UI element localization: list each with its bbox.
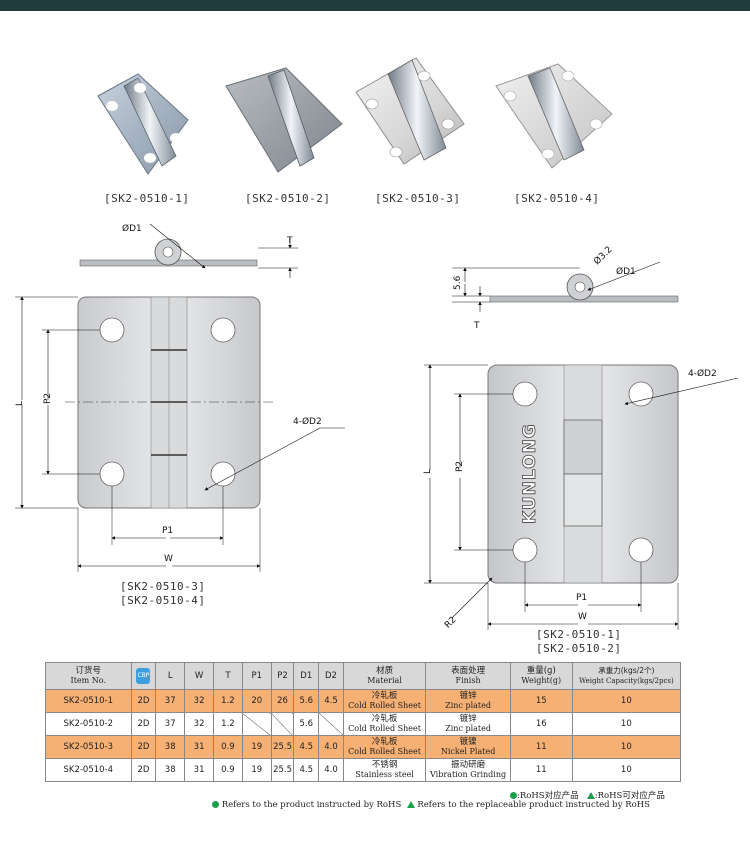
col-l: L — [155, 662, 186, 690]
label-t-left: T — [286, 236, 293, 246]
col-p2: P2 — [270, 662, 295, 690]
brand-kunlong: KUNLONG — [520, 423, 540, 524]
left-model-1: [SK2-0510-3] — [120, 580, 205, 593]
label-p1-right: P1 — [576, 593, 587, 603]
legend-top: :RoHS对应产品 :RoHS可对应产品 — [510, 789, 665, 801]
label-r32-right: Ø3.2 — [592, 244, 615, 267]
right-model-2: [SK2-0510-2] — [536, 642, 621, 655]
top-banner-bar — [0, 0, 750, 11]
rohs-triangle-icon — [406, 801, 415, 808]
col-d1: D1 — [293, 662, 320, 690]
legend-bottom: Refers to the product instructed by RoHS… — [212, 800, 650, 810]
label-d1-right: ØD1 — [616, 266, 636, 277]
label-p1-left: P1 — [162, 526, 173, 536]
label-d2-right: 4-ØD2 — [688, 368, 717, 379]
label-t-right: T — [473, 321, 480, 331]
photo-caption-4: [SK2-0510-4] — [514, 192, 600, 205]
product-photo-sk2-0510-3 — [355, 57, 465, 165]
photo-caption-1: [SK2-0510-1] — [104, 192, 190, 205]
col-d2: D2 — [318, 662, 344, 690]
col-t: T — [213, 662, 243, 690]
col-weight: 重量(g)Weight(g) — [509, 662, 573, 690]
col-p1: P1 — [241, 662, 272, 690]
label-p2-right: P2 — [455, 461, 465, 472]
label-p2-left: P2 — [43, 393, 53, 404]
label-w-left: W — [164, 554, 173, 564]
product-photo-sk2-0510-1 — [97, 73, 189, 175]
cbp-icon: CBP — [136, 668, 151, 684]
photo-caption-2: [SK2-0510-2] — [245, 192, 331, 205]
rohs-triangle-icon — [586, 792, 595, 799]
label-d2-left: 4-ØD2 — [293, 416, 322, 427]
label-l-right: L — [423, 469, 433, 474]
label-w-right: W — [578, 612, 587, 622]
left-model-2: [SK2-0510-4] — [120, 594, 205, 607]
product-photo-sk2-0510-2 — [225, 67, 343, 173]
col-w: W — [184, 662, 214, 690]
col-capacity: 承重力(kgs/2个)Weight Capacity(kgs/2pcs) — [571, 662, 682, 690]
label-56-right: 5.6 — [453, 275, 463, 290]
label-d1-left: ØD1 — [122, 223, 142, 234]
label-l-left: L — [15, 401, 25, 406]
product-photo-sk2-0510-4 — [495, 63, 613, 169]
right-model-1: [SK2-0510-1] — [536, 628, 621, 641]
rohs-dot-icon — [510, 792, 517, 799]
rohs-dot-icon — [212, 801, 219, 808]
col-cbp: CBP — [130, 662, 157, 690]
photo-caption-3: [SK2-0510-3] — [375, 192, 461, 205]
label-r2-right: R2 — [443, 615, 459, 631]
